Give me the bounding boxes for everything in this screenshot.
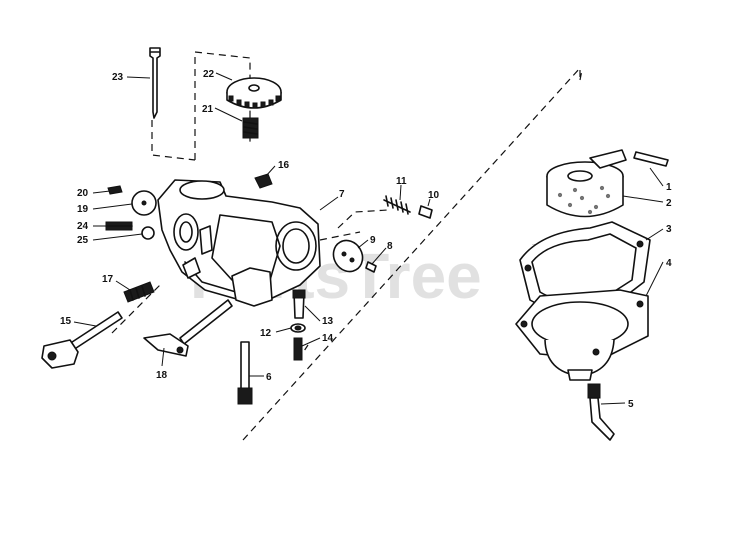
part-5-drain-valve	[587, 383, 615, 441]
callout-23: 23	[112, 72, 124, 83]
callout-10: 10	[428, 190, 440, 201]
callout-22: 22	[203, 69, 215, 80]
callout-1: 1	[666, 182, 672, 193]
part-21-spring	[242, 117, 259, 139]
part-11-spring	[383, 195, 411, 215]
part-9-plate	[332, 239, 364, 273]
callout-16: 16	[278, 160, 290, 171]
callout-7: 7	[339, 189, 345, 200]
callout-15: 15	[60, 316, 72, 327]
part-16-plug	[254, 173, 273, 189]
callout-9: 9	[370, 235, 376, 246]
part-2-float	[546, 149, 627, 218]
part-1-pin	[633, 151, 669, 167]
part-10-pin	[418, 205, 433, 219]
part-12-washer	[290, 323, 306, 333]
callout-6: 6	[266, 372, 272, 383]
part-23-needle-screw	[149, 47, 161, 119]
part-25-washer	[141, 226, 155, 240]
callout-18: 18	[156, 370, 168, 381]
callout-5: 5	[628, 399, 634, 410]
part-24-screw	[105, 221, 133, 231]
callout-14: 14	[322, 333, 334, 344]
part-4-float-bowl	[515, 289, 649, 381]
callout-labels: 23 22 21 16 20 19 24 25 7 11 10 9 8 17 1…	[60, 69, 672, 410]
leader-lines	[73, 72, 664, 405]
callout-13: 13	[322, 316, 334, 327]
callout-4: 4	[666, 258, 672, 269]
callout-17: 17	[102, 274, 114, 285]
part-8-screw	[365, 261, 377, 273]
callout-2: 2	[666, 198, 672, 209]
callout-24: 24	[77, 221, 89, 232]
part-6-main-jet	[237, 341, 253, 405]
part-15-shaft	[41, 311, 123, 369]
callout-12: 12	[260, 328, 272, 339]
part-13-needle	[292, 289, 306, 319]
carburetor-body	[157, 179, 321, 307]
part-22-knob	[226, 77, 282, 109]
callout-11: 11	[396, 176, 407, 187]
callout-20: 20	[77, 188, 89, 199]
callout-21: 21	[202, 104, 214, 115]
part-17-spring	[123, 281, 155, 303]
part-18-shaft	[143, 299, 233, 357]
callout-3: 3	[666, 224, 672, 235]
part-20-19-throttle-plate	[107, 185, 157, 216]
callout-19: 19	[77, 204, 89, 215]
callout-8: 8	[387, 241, 393, 252]
part-14-pin	[293, 337, 303, 361]
callout-25: 25	[77, 235, 89, 246]
